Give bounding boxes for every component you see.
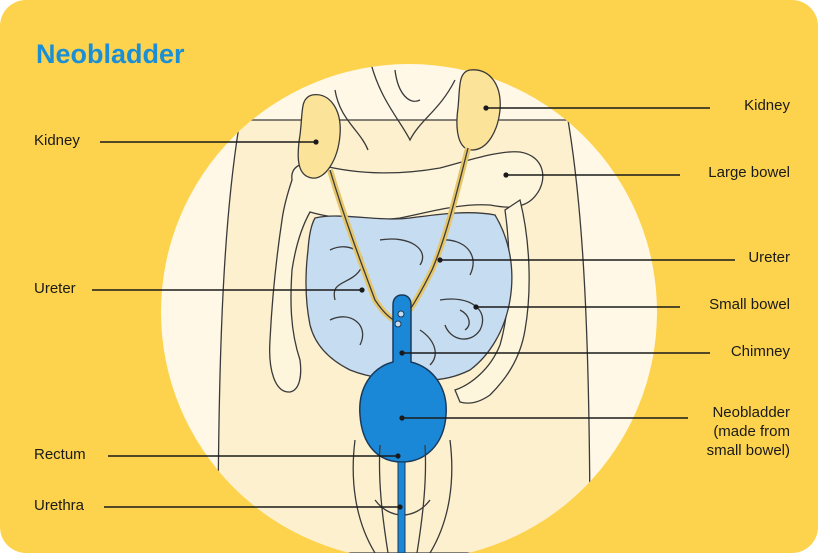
label-neobladder-line2: (made from	[713, 423, 790, 440]
label-large-bowel: Large bowel	[708, 164, 790, 181]
label-ureter-right: Ureter	[748, 249, 790, 266]
label-chimney: Chimney	[731, 343, 791, 360]
label-neobladder-line3: small bowel)	[707, 442, 790, 459]
label-kidney-left: Kidney	[34, 132, 80, 149]
label-ureter-left: Ureter	[34, 280, 76, 297]
label-urethra: Urethra	[34, 497, 85, 514]
label-kidney-right: Kidney	[744, 97, 790, 114]
diagram-title: Neobladder	[36, 39, 185, 69]
label-rectum: Rectum	[34, 446, 86, 463]
label-small-bowel: Small bowel	[709, 296, 790, 313]
label-neobladder-line1: Neobladder	[712, 404, 790, 421]
